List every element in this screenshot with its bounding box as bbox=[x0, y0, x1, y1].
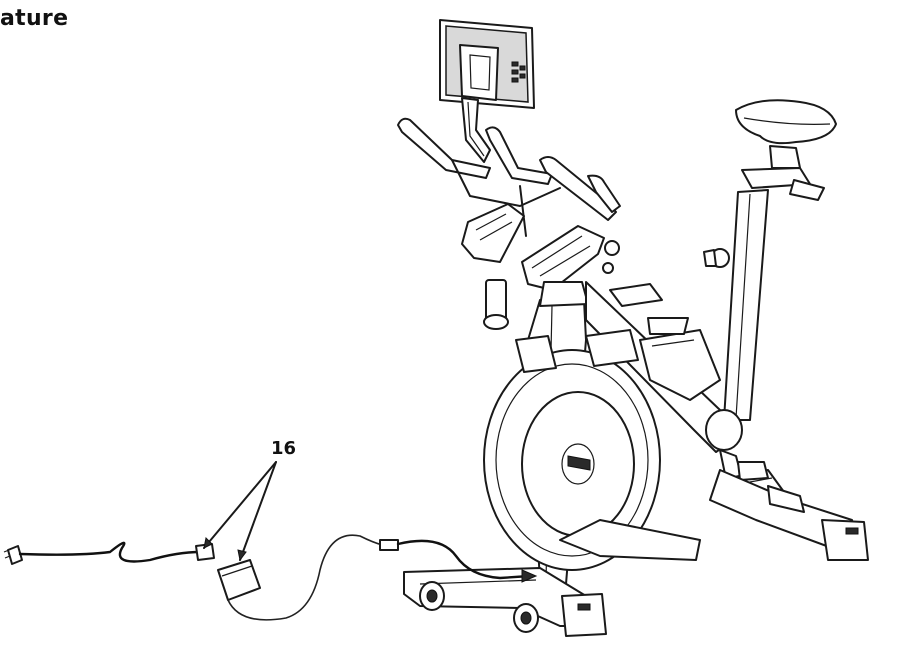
callout-pointer bbox=[203, 461, 277, 562]
part-callout-number: 16 bbox=[271, 438, 297, 459]
power-cord bbox=[3, 541, 215, 565]
console-screen bbox=[439, 19, 535, 109]
console-mast bbox=[461, 97, 491, 163]
seat-assembly bbox=[703, 99, 837, 421]
power-adapter bbox=[217, 534, 538, 621]
handlebars bbox=[397, 117, 621, 237]
flywheel bbox=[483, 349, 661, 571]
dumbbell-holder-right bbox=[521, 225, 620, 291]
bike-frame bbox=[515, 281, 737, 453]
dumbbell-holder-left bbox=[461, 203, 525, 330]
section-heading: ature bbox=[0, 6, 69, 31]
rear-stabilizer bbox=[709, 469, 869, 561]
front-stabilizer bbox=[403, 519, 701, 637]
